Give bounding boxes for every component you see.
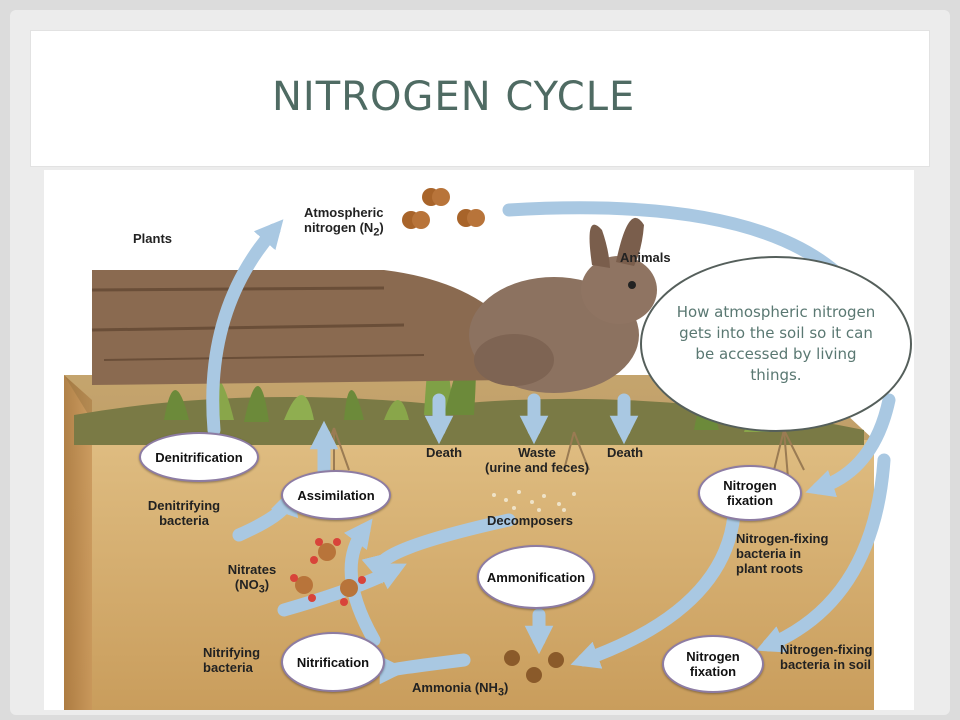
label-denitrifying-bacteria: Denitrifying bacteria: [144, 498, 224, 528]
fixation-lower-line1: Nitrogen: [686, 649, 740, 664]
diagram-illustration: [64, 188, 896, 710]
label-waste: Waste (urine and feces): [478, 445, 596, 475]
label-atmospheric-end: ): [379, 220, 384, 235]
label-roots-line3: plant roots: [736, 561, 804, 576]
label-atmospheric-text: nitrogen (N: [304, 220, 374, 235]
label-nitrifying-line1: Nitrifying: [203, 645, 261, 660]
decomposer-speckles: [492, 490, 576, 512]
label-bacteria-plant-roots: Nitrogen-fixing bacteria in plant roots: [736, 531, 828, 576]
label-roots-line2: bacteria in: [736, 546, 802, 561]
label-nitrates-text: (NO: [234, 577, 259, 592]
cycle-arrows: [206, 201, 896, 685]
label-nitrates-line2: (NO3): [222, 577, 282, 598]
label-plants: Plants: [133, 231, 173, 246]
label-nitrates-line1: Nitrates: [227, 562, 277, 577]
grass-layer: [74, 327, 864, 445]
molecule-nitrates: [290, 538, 366, 606]
label-atmospheric-sub: 2: [373, 226, 380, 239]
callout-bubble: How atmospheric nitrogen gets into the s…: [640, 256, 912, 432]
label-soil-line2: bacteria in soil: [780, 657, 872, 672]
slide-title: NITROGEN CYCLE: [272, 74, 636, 120]
label-decomposers: Decomposers: [487, 513, 573, 528]
process-denitrification: Denitrification: [139, 432, 259, 482]
label-atmospheric-nitrogen: Atmospheric nitrogen (N2): [304, 205, 384, 241]
label-atmospheric-line2: nitrogen (N2): [304, 220, 384, 241]
molecule-ammonia: [504, 650, 564, 683]
label-nitrates-end: ): [264, 577, 270, 592]
label-bacteria-soil: Nitrogen-fixing bacteria in soil: [780, 642, 872, 672]
label-soil-line1: Nitrogen-fixing: [780, 642, 873, 657]
label-ammonia: Ammonia (NH3): [412, 680, 508, 701]
molecule-n2: [402, 188, 485, 229]
title-bar: [30, 30, 930, 167]
label-animals: Animals: [620, 250, 671, 265]
rabbit-illustration: [469, 217, 657, 393]
label-death-right: Death: [607, 445, 644, 460]
nitrogen-cycle-diagram: Plants Atmospheric nitrogen (N2) Animals…: [44, 170, 914, 710]
label-ammonia-text: Ammonia (NH: [412, 680, 498, 695]
label-ammonia-end: ): [503, 680, 509, 695]
fixation-upper-line1: Nitrogen: [723, 478, 777, 493]
label-waste-line2: (urine and feces): [484, 460, 590, 475]
label-waste-line1: Waste: [518, 445, 556, 460]
process-nitrification: Nitrification: [281, 632, 385, 692]
process-assimilation: Assimilation: [281, 470, 391, 520]
process-ammonification: Ammonification: [477, 545, 595, 609]
label-death-left: Death: [426, 445, 463, 460]
label-nitrifying-line2: bacteria: [203, 660, 253, 675]
label-denitrifying-line2: bacteria: [159, 513, 209, 528]
fixation-lower-line2: fixation: [689, 664, 737, 679]
log: [91, 270, 514, 385]
label-nitrifying-bacteria: Nitrifying bacteria: [203, 645, 260, 675]
fixation-upper-line2: fixation: [726, 493, 774, 508]
label-roots-line1: Nitrogen-fixing: [736, 531, 829, 546]
label-nitrates: Nitrates (NO3): [222, 562, 282, 598]
label-atmospheric-line1: Atmospheric: [304, 205, 384, 220]
label-denitrifying-line1: Denitrifying: [147, 498, 221, 513]
label-nitrates-sub: 3: [258, 583, 265, 596]
roots: [318, 427, 805, 491]
label-ammonia-sub: 3: [497, 686, 504, 699]
